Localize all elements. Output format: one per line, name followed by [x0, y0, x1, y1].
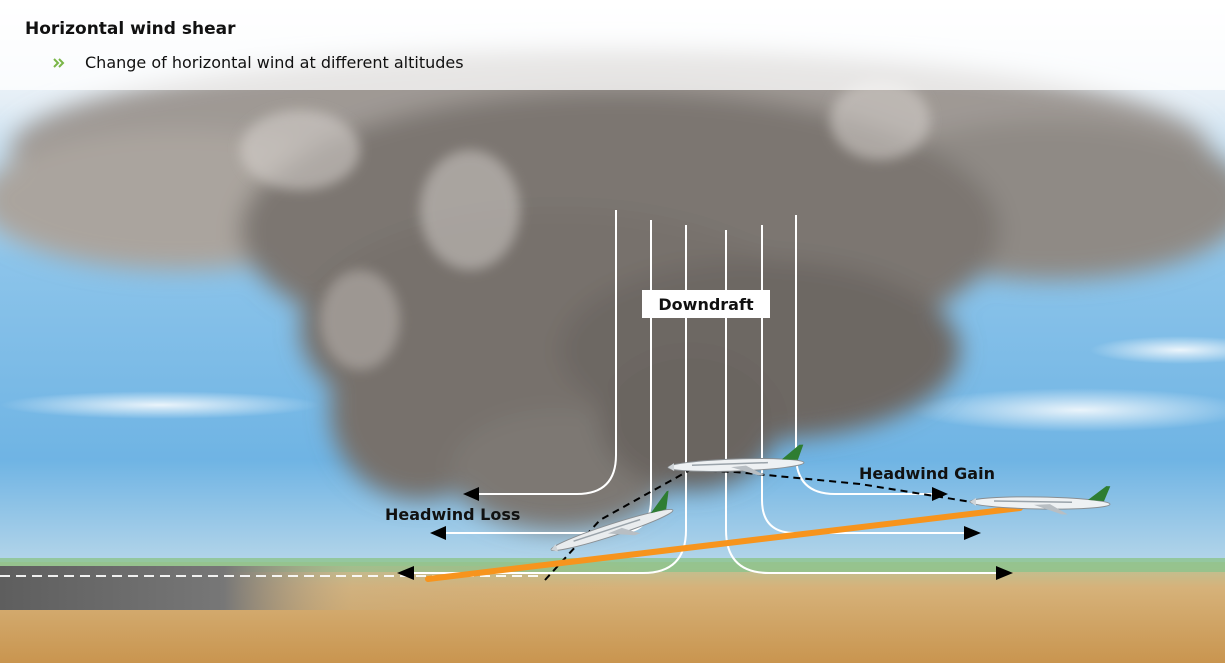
bullet-text: Change of horizontal wind at different a…	[85, 53, 464, 72]
wispy-cloud	[0, 391, 320, 419]
headwind-loss-label: Headwind Loss	[385, 505, 520, 524]
streamline-arrowheads	[397, 487, 1013, 580]
cloud-highlights	[240, 80, 930, 370]
page-title: Horizontal wind shear	[25, 19, 236, 39]
chevron-double-right-icon	[52, 56, 66, 70]
airplane-icon	[667, 444, 805, 476]
storm-cloud	[0, 50, 1225, 530]
intended-glide-path	[425, 505, 1023, 582]
header-fade	[0, 0, 1225, 90]
downdraft-label: Downdraft	[658, 295, 754, 314]
headwind-gain-label: Headwind Gain	[859, 464, 995, 483]
wispy-cloud	[910, 388, 1225, 432]
bullet-item: Change of horizontal wind at different a…	[52, 53, 464, 72]
airplane-icon	[969, 486, 1111, 515]
downdraft-label-box	[642, 290, 770, 318]
wispy-cloud	[1090, 336, 1225, 364]
airplane-icon	[550, 490, 674, 552]
